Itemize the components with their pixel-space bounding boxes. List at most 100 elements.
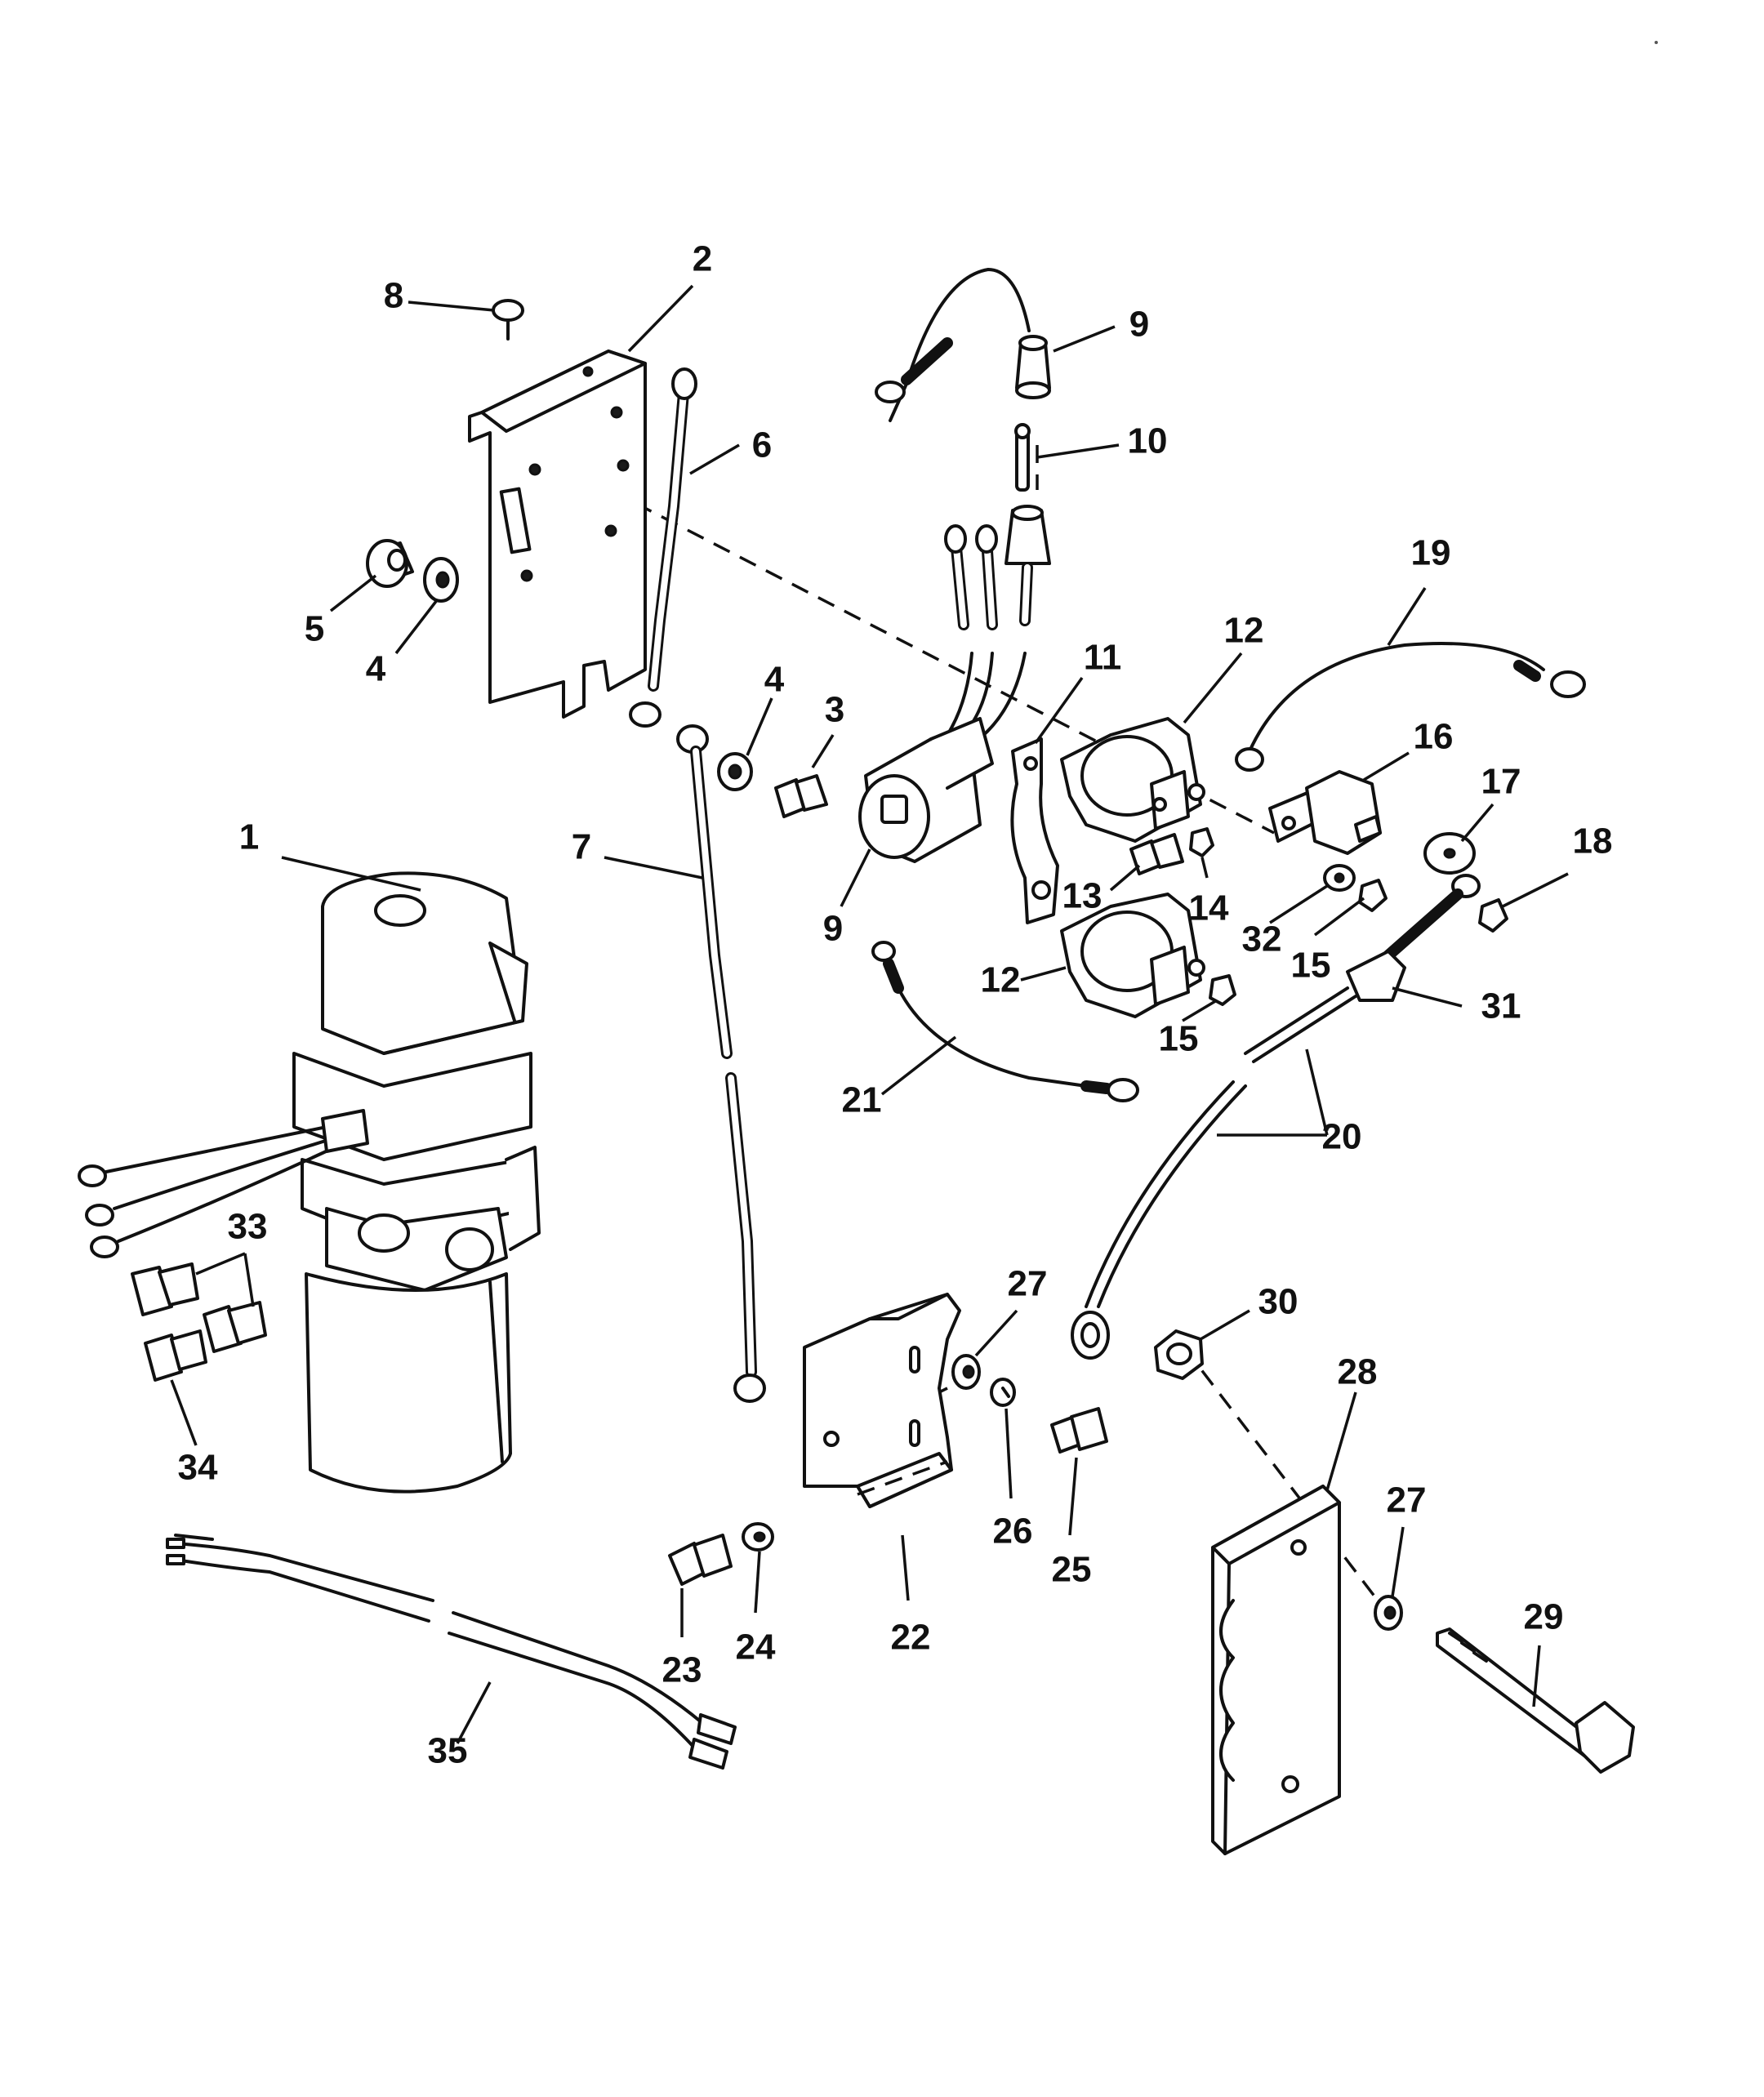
leader-29 xyxy=(1532,1645,1541,1707)
callout-22: 22 xyxy=(891,1618,931,1658)
wire-19 xyxy=(1235,642,1586,772)
circuit-breaker-16 xyxy=(1268,770,1382,855)
pump-motor-1 xyxy=(292,871,541,1494)
callout-2: 2 xyxy=(693,239,712,279)
leader-21 xyxy=(880,1035,957,1096)
callout-19: 19 xyxy=(1411,533,1451,573)
leader-15a xyxy=(1313,897,1365,937)
fitting-33-lower xyxy=(203,1301,267,1353)
callout-9: 9 xyxy=(1129,305,1149,345)
leader-16 xyxy=(1363,751,1410,781)
leader-31 xyxy=(1392,986,1463,1008)
leader-9b xyxy=(840,848,871,907)
callout-3: 3 xyxy=(825,690,844,730)
leader-18 xyxy=(1502,872,1569,908)
leader-4b xyxy=(746,697,773,756)
callout-21: 21 xyxy=(842,1080,882,1120)
leader-35 xyxy=(456,1681,492,1744)
callout-27: 27 xyxy=(1008,1264,1048,1304)
callout-15: 15 xyxy=(1159,1019,1199,1059)
washer-4-upper xyxy=(423,557,459,603)
bolt-29 xyxy=(1436,1627,1635,1774)
leader-6 xyxy=(689,443,740,475)
solenoid-12-lower xyxy=(1060,893,1205,1018)
fitting-33-upper xyxy=(131,1262,199,1316)
leader-14 xyxy=(1200,857,1209,879)
leader-27a xyxy=(974,1309,1018,1357)
callout-6: 6 xyxy=(752,425,772,465)
leader-2 xyxy=(627,284,694,353)
washer-4-lower xyxy=(717,752,753,791)
cable-20-upper xyxy=(1244,874,1481,1063)
cable-20-lower xyxy=(1071,1080,1247,1360)
leader-3 xyxy=(811,734,835,768)
callout-27: 27 xyxy=(1387,1480,1427,1520)
nut-15-lower xyxy=(1209,974,1236,1006)
leader-28 xyxy=(1325,1391,1357,1491)
callout-14: 14 xyxy=(1189,888,1229,928)
leader-19 xyxy=(1387,587,1427,646)
leader-13 xyxy=(1109,864,1141,892)
solenoid-12-upper xyxy=(1060,717,1205,843)
callout-25: 25 xyxy=(1052,1550,1092,1590)
callout-8: 8 xyxy=(384,276,403,316)
leader-20a xyxy=(1305,1048,1329,1136)
fuse-holder-lower xyxy=(1004,505,1051,626)
callout-11: 11 xyxy=(1084,638,1122,678)
leader-32 xyxy=(1269,884,1328,924)
callout-12: 12 xyxy=(1224,611,1264,651)
callout-29: 29 xyxy=(1524,1597,1564,1637)
callout-23: 23 xyxy=(662,1650,702,1690)
fuse-holder-9 xyxy=(875,267,1051,422)
leader-8 xyxy=(408,301,495,312)
nut-15-upper xyxy=(1358,879,1388,912)
callout-12: 12 xyxy=(981,960,1021,1000)
fuse-10 xyxy=(1014,423,1031,492)
callout-20: 20 xyxy=(1322,1117,1362,1157)
leader-12b xyxy=(1020,966,1067,982)
screw-8 xyxy=(492,299,524,341)
block-28 xyxy=(1211,1485,1341,1855)
bolt-23 xyxy=(668,1534,733,1586)
mounting-bracket xyxy=(468,350,647,719)
nut-14 xyxy=(1189,827,1214,857)
leader-33a xyxy=(195,1252,246,1276)
leader-12a xyxy=(1183,652,1243,724)
callout-30: 30 xyxy=(1258,1282,1298,1322)
bolt-3 xyxy=(774,774,828,818)
callout-31: 31 xyxy=(1481,986,1521,1026)
callout-9: 9 xyxy=(823,909,843,949)
callout-13: 13 xyxy=(1062,876,1102,916)
washer-26 xyxy=(990,1378,1016,1407)
washer-27-upper xyxy=(951,1354,981,1390)
ground-wire-6 xyxy=(629,367,697,728)
leader-33b xyxy=(243,1253,255,1307)
leader-1 xyxy=(281,856,421,892)
leader-10 xyxy=(1036,443,1120,459)
leader-24 xyxy=(754,1551,761,1614)
leader-7 xyxy=(604,856,703,879)
harness-wires xyxy=(944,524,1027,749)
callout-34: 34 xyxy=(178,1448,218,1488)
callout-18: 18 xyxy=(1573,821,1613,862)
washer-17 xyxy=(1423,832,1476,875)
callout-4: 4 xyxy=(366,649,386,689)
leader-30 xyxy=(1200,1309,1250,1341)
callout-26: 26 xyxy=(993,1512,1033,1552)
callout-10: 10 xyxy=(1128,421,1168,461)
leader-26 xyxy=(1004,1408,1013,1499)
leader-25 xyxy=(1068,1457,1078,1536)
callout-24: 24 xyxy=(736,1627,776,1667)
callout-17: 17 xyxy=(1481,762,1521,802)
nut-18 xyxy=(1478,898,1508,933)
nut-30 xyxy=(1154,1329,1204,1380)
pump-wires xyxy=(78,1109,369,1258)
leader-34 xyxy=(170,1379,198,1446)
leader-4a xyxy=(394,599,439,655)
leader-11 xyxy=(1034,676,1084,745)
callout-33: 33 xyxy=(228,1207,268,1247)
strap-11 xyxy=(1010,737,1059,924)
callout-5: 5 xyxy=(305,609,324,649)
washer-24 xyxy=(742,1522,774,1552)
